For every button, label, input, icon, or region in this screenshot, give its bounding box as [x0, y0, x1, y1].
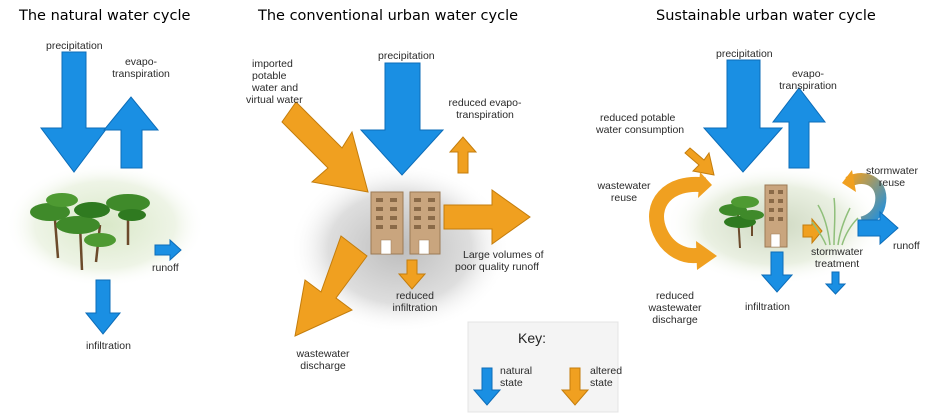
- imported-line4: virtual water: [246, 94, 303, 106]
- conv-runoff-line2: poor quality runoff: [455, 261, 539, 273]
- imported-line1: imported: [252, 58, 293, 70]
- sustainable-evapotranspiration-label: evapo- transpiration: [778, 68, 838, 92]
- panel-title-sustainable: Sustainable urban water cycle: [656, 8, 876, 24]
- sus-evapo-line1: evapo-: [791, 68, 825, 80]
- sustainable-precipitation-label: precipitation: [716, 48, 773, 60]
- sus-discharge-line3: discharge: [652, 314, 698, 326]
- conv-waste-line2: discharge: [300, 360, 346, 372]
- conventional-imported-water-arrow: [281, 101, 369, 193]
- sustainable-infiltration-arrow: [760, 251, 794, 293]
- key-natural-label: natural state: [500, 365, 532, 389]
- sus-evapo-line2: transpiration: [779, 80, 837, 92]
- sustainable-runoff-label: runoff: [893, 240, 920, 252]
- natural-runoff-label: runoff: [152, 262, 179, 274]
- key-natural-line2: state: [500, 377, 523, 389]
- natural-evapotranspiration-arrow: [102, 96, 160, 169]
- conventional-buildings-icon: [370, 191, 441, 255]
- sustainable-wastewater-reuse-label: wastewater reuse: [594, 180, 654, 204]
- conv-runoff-line1: Large volumes of: [463, 249, 544, 261]
- panel-title-conventional: The conventional urban water cycle: [258, 8, 519, 24]
- imported-line3: water and: [252, 82, 299, 94]
- conventional-imported-label: imported potable water and virtual water: [246, 58, 303, 106]
- sustainable-to-treatment-arrow: [802, 217, 823, 245]
- natural-runoff-arrow: [154, 238, 182, 262]
- sustainable-building-icon: [764, 184, 788, 248]
- conventional-infiltration-label: reduced infiltration: [385, 290, 445, 314]
- conv-waste-line1: wastewater: [296, 348, 350, 360]
- sustainable-infiltration-label: infiltration: [745, 301, 790, 313]
- natural-evapo-line1: evapo-: [124, 56, 158, 68]
- panel-title-natural: The natural water cycle: [19, 8, 191, 24]
- sustainable-wastewater-reuse-arrow: [649, 172, 717, 270]
- sus-reuse-line1: wastewater: [597, 180, 651, 192]
- sus-potable-line1: reduced potable: [600, 112, 676, 124]
- sustainable-discharge-label: reduced wastewater discharge: [644, 290, 706, 326]
- sus-treat-line1: stormwater: [811, 246, 863, 258]
- sustainable-treatment-arrow: [824, 271, 847, 295]
- sus-storm-line2: reuse: [878, 177, 906, 189]
- conventional-reduced-evapotranspiration-arrow: [448, 136, 478, 174]
- conv-evap-line1: reduced evapo-: [448, 97, 522, 109]
- key-altered-arrow: [560, 367, 590, 406]
- conventional-runoff-arrow: [443, 189, 531, 245]
- conv-infil-line1: reduced: [396, 290, 434, 302]
- key-natural-arrow: [472, 367, 502, 406]
- conventional-reduced-infiltration-arrow: [397, 259, 427, 290]
- conventional-runoff-label: Large volumes of poor quality runoff: [455, 249, 544, 273]
- key-natural-line1: natural: [500, 365, 533, 377]
- sustainable-reduced-potable-arrow: [684, 147, 715, 176]
- sus-storm-line1: stormwater: [866, 165, 918, 177]
- sustainable-potable-label: reduced potable water consumption: [596, 112, 684, 136]
- conventional-precipitation-arrow: [359, 62, 445, 176]
- sustainable-stormwater-reuse-arrow: [842, 170, 887, 228]
- natural-precipitation-arrow: [40, 51, 108, 173]
- natural-infiltration-label: infiltration: [86, 340, 131, 352]
- imported-line2: potable: [252, 70, 287, 82]
- key-altered-line2: state: [590, 377, 613, 389]
- conventional-wastewater-label: wastewater discharge: [290, 348, 356, 372]
- natural-infiltration-arrow: [84, 279, 122, 335]
- sustainable-reeds-icon: [811, 197, 859, 246]
- sustainable-runoff-arrow: [857, 210, 899, 246]
- key-altered-label: altered state: [590, 365, 622, 389]
- natural-trees-icon: [30, 193, 150, 271]
- key-altered-line1: altered: [590, 365, 623, 377]
- conv-infil-line2: infiltration: [392, 302, 438, 314]
- sus-treat-line2: treatment: [814, 258, 860, 270]
- natural-evapotranspiration-label: evapo- transpiration: [112, 56, 170, 80]
- sus-reuse-line2: reuse: [610, 192, 638, 204]
- sustainable-treatment-label: stormwater treatment: [806, 246, 868, 270]
- sus-discharge-line1: reduced: [656, 290, 694, 302]
- key-title: Key:: [518, 330, 547, 346]
- sustainable-precipitation-arrow: [702, 59, 784, 173]
- sustainable-trees-icon: [719, 196, 764, 249]
- sustainable-stormwater-reuse-label: stormwater reuse: [862, 165, 922, 189]
- conventional-precipitation-label: precipitation: [378, 50, 435, 62]
- sus-discharge-line2: wastewater: [648, 302, 702, 314]
- sustainable-evapotranspiration-arrow: [771, 87, 827, 169]
- natural-evapo-line2: transpiration: [112, 68, 170, 80]
- conventional-wastewater-discharge-arrow: [294, 235, 368, 337]
- sus-potable-line2: water consumption: [596, 124, 685, 136]
- conv-evap-line2: transpiration: [456, 109, 514, 121]
- natural-precipitation-label: precipitation: [46, 40, 103, 52]
- conventional-evapotranspiration-label: reduced evapo- transpiration: [440, 97, 530, 121]
